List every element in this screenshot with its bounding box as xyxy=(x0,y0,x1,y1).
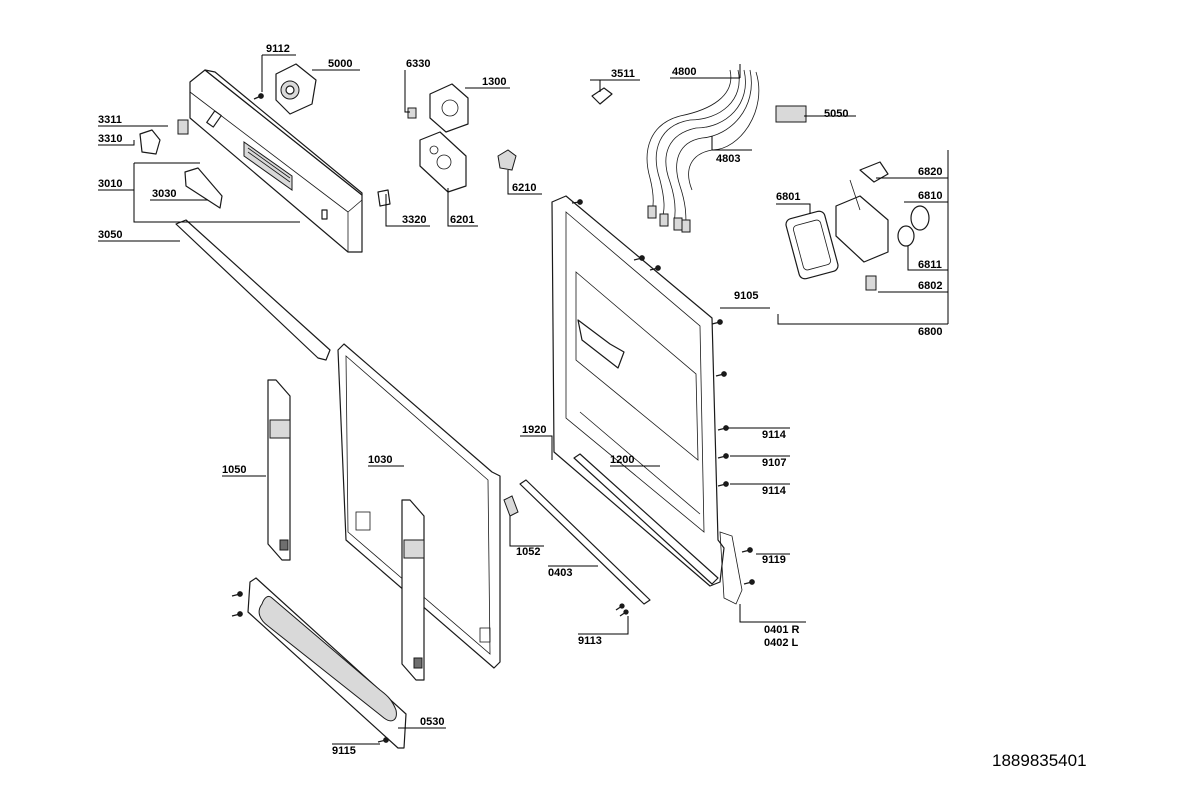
label-9119: 9119 xyxy=(762,554,786,566)
label-6210: 6210 xyxy=(512,182,536,194)
button-3311 xyxy=(177,119,189,135)
switch-3320 xyxy=(377,189,391,207)
label-6201: 6201 xyxy=(450,214,474,226)
label-9113: 9113 xyxy=(578,635,602,647)
trim-strip-3050 xyxy=(175,219,331,361)
label-1050: 1050 xyxy=(222,464,246,476)
label-6820: 6820 xyxy=(918,166,942,178)
module-6201 xyxy=(419,131,467,193)
label-6802: 6802 xyxy=(918,280,942,292)
label-4803: 4803 xyxy=(716,153,740,165)
label-9114-lower: 9114 xyxy=(762,485,787,497)
label-9105: 9105 xyxy=(734,290,758,302)
label-1052: 1052 xyxy=(516,546,540,558)
label-0402-l: 0402 L xyxy=(764,637,799,649)
label-0401-r: 0401 R xyxy=(764,624,800,636)
cable-harness xyxy=(646,69,760,233)
label-9114-upper: 9114 xyxy=(762,429,787,441)
label-6330: 6330 xyxy=(406,58,430,70)
hinge-rail-middle xyxy=(401,499,425,681)
label-1030: 1030 xyxy=(368,454,392,466)
label-1920: 1920 xyxy=(522,424,546,436)
document-number: 1889835401 xyxy=(992,751,1087,770)
bracket-1052 xyxy=(503,495,519,517)
screws xyxy=(231,93,755,743)
label-1300: 1300 xyxy=(482,76,506,88)
label-6810: 6810 xyxy=(918,190,942,202)
cylinder-3511 xyxy=(591,87,613,105)
label-9107: 9107 xyxy=(762,457,786,469)
label-4800: 4800 xyxy=(672,66,696,78)
gasket-1920 xyxy=(573,453,719,585)
label-0403: 0403 xyxy=(548,567,572,579)
label-6811: 6811 xyxy=(918,259,942,271)
label-6800: 6800 xyxy=(918,326,942,338)
label-3010: 3010 xyxy=(98,178,122,190)
connector-5050 xyxy=(775,105,807,123)
label-0530: 0530 xyxy=(420,716,444,728)
label-9115: 9115 xyxy=(332,745,356,757)
seal-0403 xyxy=(519,479,651,605)
label-3320: 3320 xyxy=(402,214,426,226)
label-1200: 1200 xyxy=(610,454,634,466)
part-labels: 9112 5000 6330 1300 3511 4800 5050 4803 … xyxy=(98,43,1087,770)
label-5050: 5050 xyxy=(824,108,848,120)
label-6801: 6801 xyxy=(776,191,800,203)
kickplate-0530 xyxy=(247,577,407,749)
outer-panel-1030 xyxy=(337,343,501,669)
hinge-rail-1050 xyxy=(267,379,291,561)
door-lock-5000 xyxy=(275,63,317,115)
module-1300 xyxy=(407,83,469,133)
button-3310 xyxy=(139,129,161,155)
sensor-6210 xyxy=(497,149,517,171)
display-cover xyxy=(184,167,223,209)
leader-lines xyxy=(98,54,949,745)
dispenser-6800 xyxy=(785,161,930,291)
label-3310: 3310 xyxy=(98,133,122,145)
label-9112: 9112 xyxy=(266,43,290,55)
inner-door-1200 xyxy=(551,195,743,605)
label-3050: 3050 xyxy=(98,229,122,241)
label-3030: 3030 xyxy=(152,188,176,200)
control-panel xyxy=(189,69,363,253)
label-3511: 3511 xyxy=(611,68,635,80)
label-3311: 3311 xyxy=(98,114,122,126)
label-5000: 5000 xyxy=(328,58,352,70)
